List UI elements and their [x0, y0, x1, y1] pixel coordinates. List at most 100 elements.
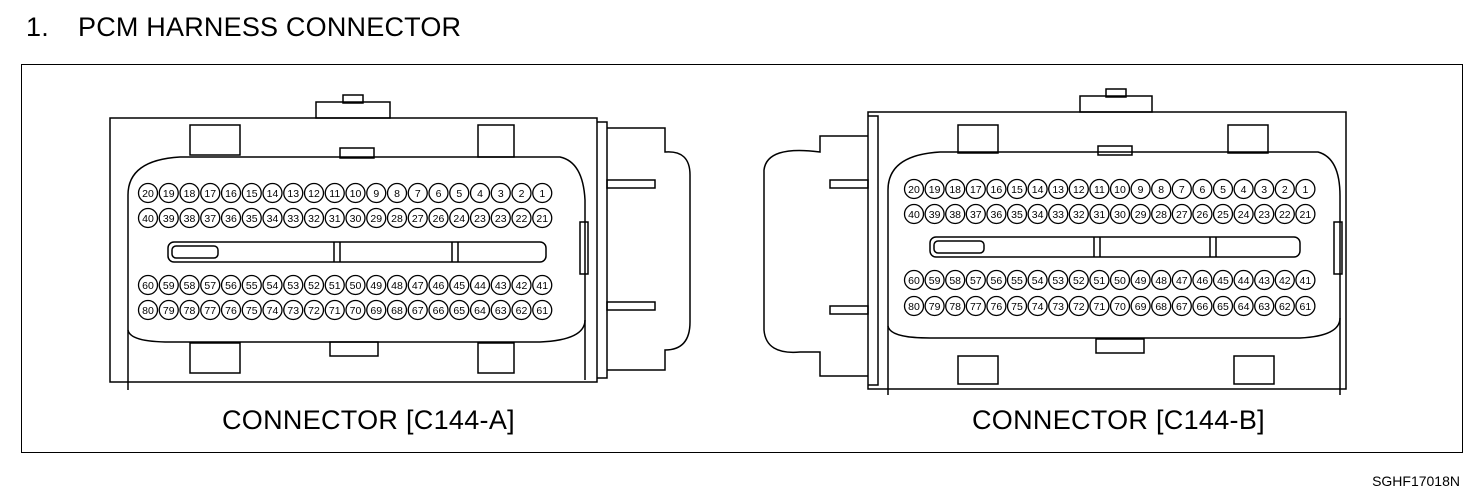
pin: 51 — [324, 274, 345, 296]
pin: 59 — [924, 269, 945, 291]
pin-circle — [1109, 295, 1131, 317]
pin-circle — [158, 299, 179, 321]
pin-circle — [1048, 295, 1069, 317]
page-title: 1.PCM HARNESS CONNECTOR — [26, 12, 461, 43]
pin-number: 39 — [163, 213, 175, 225]
pin: 38 — [179, 207, 200, 229]
pin-circle — [158, 274, 179, 296]
pin: 80 — [903, 295, 925, 317]
pin-number: 9 — [373, 188, 379, 200]
pin-circle — [1151, 269, 1172, 291]
pin-circle — [490, 299, 511, 321]
pin: 36 — [220, 207, 242, 229]
pin: 14 — [1027, 178, 1048, 200]
pin-number: 5 — [1220, 184, 1226, 196]
pin: 53 — [1048, 269, 1069, 291]
pin-circle — [345, 274, 366, 296]
pin: 63 — [1254, 295, 1275, 317]
pin: 56 — [986, 269, 1007, 291]
pin: 19 — [158, 182, 179, 204]
pin-number: 77 — [970, 301, 982, 313]
pin-circle — [1254, 269, 1275, 291]
pin-number: 50 — [1114, 275, 1126, 287]
pin: 46 — [1192, 269, 1213, 291]
pin-circle — [137, 182, 159, 204]
pin: 47 — [407, 274, 428, 296]
pin-circle — [407, 207, 428, 229]
pin: 24 — [1233, 203, 1254, 225]
pin-number: 4 — [477, 188, 483, 200]
pin-circle — [924, 269, 945, 291]
pin-number: 79 — [163, 305, 175, 317]
pin-number: 76 — [991, 301, 1003, 313]
pin-number: 62 — [516, 305, 528, 317]
pin-circle — [283, 207, 304, 229]
pin-circle — [1171, 178, 1192, 200]
pin-number: 7 — [1179, 184, 1185, 196]
pin: 23 — [490, 207, 511, 229]
pin-circle — [407, 274, 428, 296]
pin: 70 — [1109, 295, 1131, 317]
pin-circle — [1130, 295, 1151, 317]
pin: 48 — [1151, 269, 1172, 291]
pin-circle — [903, 178, 925, 200]
pin: 7 — [407, 182, 428, 204]
pin-circle — [1130, 269, 1151, 291]
pin-circle — [407, 182, 428, 204]
pin-number: 13 — [287, 188, 299, 200]
pin: 5 — [449, 182, 470, 204]
pin-number: 47 — [412, 280, 424, 292]
pin-number: 70 — [350, 305, 362, 317]
pin: 39 — [158, 207, 179, 229]
pin: 12 — [1068, 178, 1089, 200]
pin-number: 42 — [1279, 275, 1291, 287]
pin-number: 26 — [433, 213, 445, 225]
pin-number: 21 — [1300, 209, 1312, 221]
pin-number: 7 — [415, 188, 421, 200]
connector-a-label: CONNECTOR [C144-A] — [222, 405, 515, 435]
pin-number: 11 — [1094, 184, 1105, 196]
pin-circle — [345, 207, 366, 229]
pin: 62 — [511, 299, 532, 321]
pin-number: 20 — [142, 188, 154, 200]
pin-number: 70 — [1114, 301, 1126, 313]
pin-number: 41 — [1300, 275, 1312, 287]
pin-circle — [1171, 203, 1192, 225]
pin-number: 59 — [163, 280, 175, 292]
pin-number: 71 — [1094, 301, 1106, 313]
pin-circle — [449, 182, 470, 204]
pin-circle — [386, 207, 408, 229]
pin-number: 21 — [536, 213, 548, 225]
pin: 58 — [945, 269, 966, 291]
pin: 44 — [469, 274, 491, 296]
pin-number: 67 — [412, 305, 424, 317]
pin-number: 35 — [246, 213, 258, 225]
pin-number: 72 — [1073, 301, 1085, 313]
pin-number: 8 — [394, 188, 400, 200]
pin-number: 51 — [1094, 275, 1106, 287]
pin: 38 — [945, 203, 966, 225]
pin-circle — [366, 182, 387, 204]
pin: 41 — [532, 274, 553, 296]
pin-number: 22 — [516, 213, 528, 225]
pin: 16 — [986, 178, 1007, 200]
pin-number: 10 — [1114, 184, 1126, 196]
pin-circle — [490, 274, 511, 296]
pin-circle — [965, 269, 986, 291]
pin-circle — [1212, 295, 1234, 317]
pin-circle — [1171, 269, 1192, 291]
pin-number: 78 — [184, 305, 196, 317]
pin-circle — [1068, 295, 1089, 317]
pin-number: 57 — [204, 280, 216, 292]
pin-number: 12 — [1073, 184, 1085, 196]
pin: 1 — [532, 182, 553, 204]
pin-circle — [303, 182, 325, 204]
pin-number: 5 — [456, 188, 462, 200]
pin: 11 — [1089, 178, 1110, 200]
pin-circle — [1068, 178, 1089, 200]
pin: 6 — [1192, 178, 1213, 200]
pin-circle — [532, 299, 553, 321]
pin-number: 78 — [949, 301, 961, 313]
pin-circle — [903, 269, 925, 291]
